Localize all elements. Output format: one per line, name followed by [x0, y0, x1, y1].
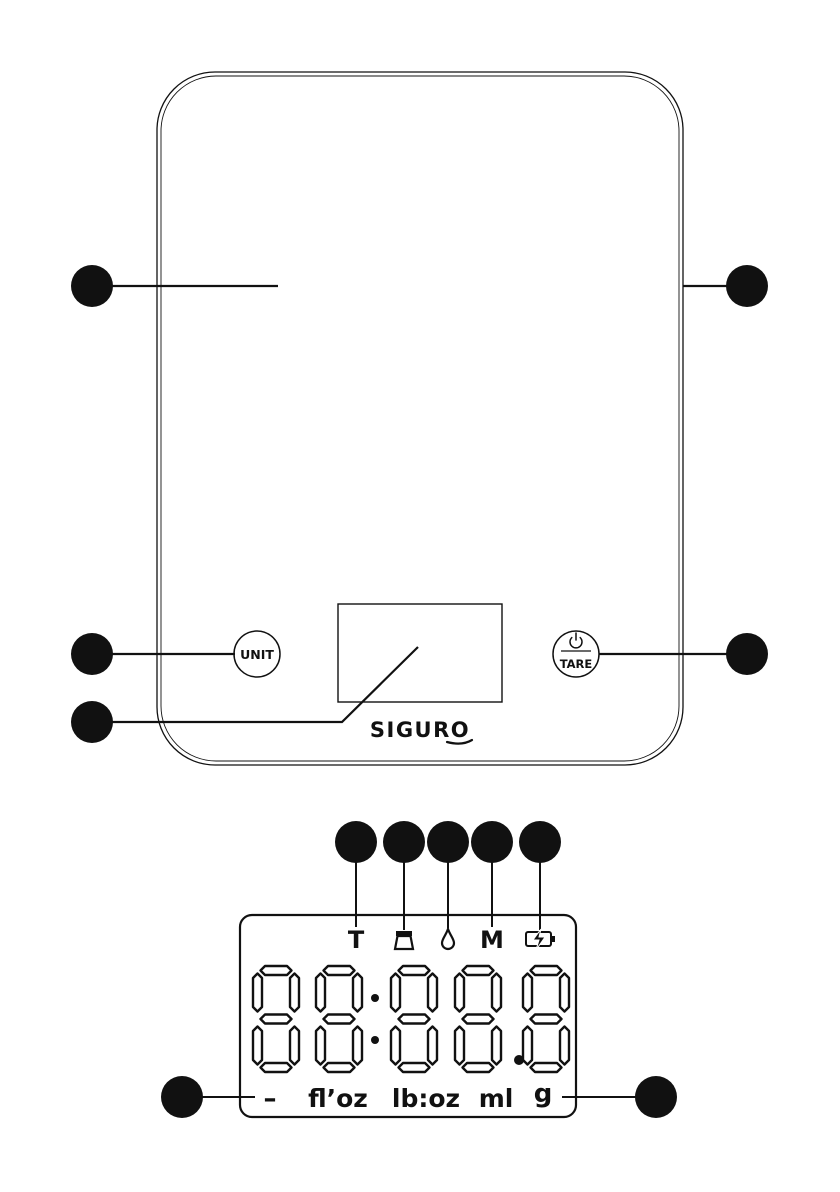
segment-e [316, 1027, 325, 1065]
segment-d [261, 1063, 292, 1072]
segment-a [463, 966, 494, 975]
lcd-decimal-point [514, 1055, 524, 1065]
unit-button-label: UNIT [240, 647, 274, 662]
lcd-digit [455, 966, 501, 1072]
segment-d [324, 1063, 355, 1072]
segment-d [399, 1063, 430, 1072]
brand-logo-text: SIGURO [370, 718, 470, 742]
lcd-digit [391, 966, 437, 1072]
lcd-colon [371, 994, 379, 1044]
callout-unit-button [71, 633, 235, 675]
segment-f [455, 974, 464, 1012]
segment-d [463, 1063, 494, 1072]
battery-charging-icon [526, 929, 555, 950]
callout-platform [71, 265, 278, 307]
segment-c [560, 1027, 569, 1065]
indicator-tare-t: T [348, 926, 365, 954]
lcd-digit [253, 966, 299, 1072]
segment-c [428, 1027, 437, 1065]
segment-g [399, 1015, 430, 1024]
segment-e [523, 1027, 532, 1065]
unit-ml: ml [479, 1084, 514, 1113]
unit-lboz: lb:oz [392, 1084, 460, 1113]
segment-c [290, 1027, 299, 1065]
segment-b [428, 974, 437, 1012]
segment-e [391, 1027, 400, 1065]
segment-c [492, 1027, 501, 1065]
segment-f [523, 974, 532, 1012]
indicator-memory-m: M [480, 926, 504, 954]
segment-e [253, 1027, 262, 1065]
unit-button[interactable]: UNIT [234, 631, 280, 677]
segment-a [261, 966, 292, 975]
callout-indicator-liquid [427, 821, 469, 928]
segment-a [324, 966, 355, 975]
segment-f [391, 974, 400, 1012]
tare-button-label: TARE [560, 657, 593, 671]
siguro-logo: SIGURO [370, 718, 472, 744]
segment-b [492, 974, 501, 1012]
segment-b [290, 974, 299, 1012]
weight-icon [395, 931, 413, 949]
segment-b [353, 974, 362, 1012]
unit-floz: fl’oz [308, 1084, 368, 1113]
lcd-digit [523, 966, 569, 1072]
droplet-icon [442, 929, 454, 949]
callout-side [683, 265, 768, 307]
segment-f [316, 974, 325, 1012]
segment-g [324, 1015, 355, 1024]
segment-g [531, 1015, 562, 1024]
segment-a [531, 966, 562, 975]
segment-a [399, 966, 430, 975]
lcd-digit [316, 966, 362, 1072]
segment-b [560, 974, 569, 1012]
segment-c [353, 1027, 362, 1065]
unit-minus: – [264, 1084, 277, 1114]
scale-display-window [338, 604, 502, 702]
segment-f [253, 974, 262, 1012]
power-tare-button[interactable]: TARE [553, 631, 599, 677]
segment-g [261, 1015, 292, 1024]
callout-indicator-m [471, 821, 513, 927]
segment-g [463, 1015, 494, 1024]
callout-indicator-battery [519, 821, 561, 930]
callout-indicator-weight [383, 821, 425, 930]
callout-indicator-t [335, 821, 377, 927]
segment-d [531, 1063, 562, 1072]
segment-e [455, 1027, 464, 1065]
callout-units [562, 1076, 677, 1118]
unit-g: g [534, 1079, 553, 1109]
